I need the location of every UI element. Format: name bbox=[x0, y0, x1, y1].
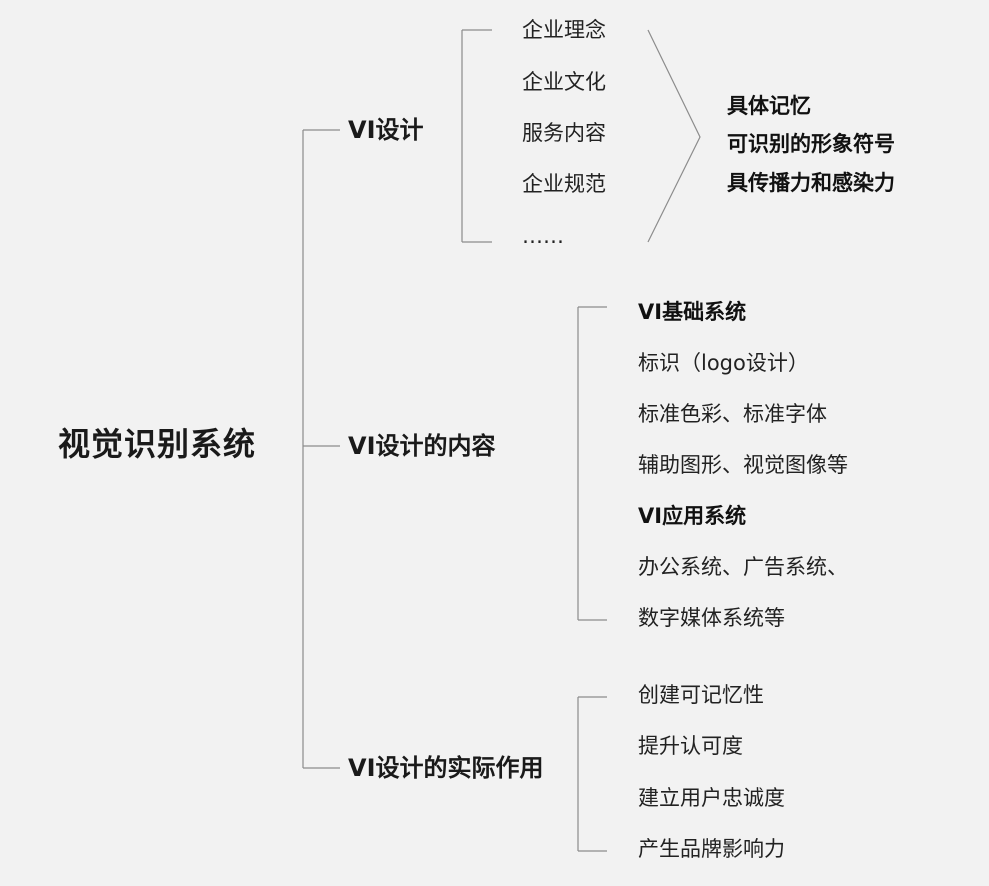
branch-2-item-heading: VI基础系统 bbox=[638, 300, 747, 324]
branch-3-item: 提升认可度 bbox=[638, 734, 743, 758]
branch-3-item: 建立用户忠诚度 bbox=[638, 786, 785, 810]
branch-2-item: 标识（logo设计） bbox=[638, 351, 809, 375]
branch-1-item: 企业规范 bbox=[522, 172, 606, 196]
branch-1-item: 企业理念 bbox=[522, 18, 606, 42]
branch-2-item: 办公系统、广告系统、 bbox=[638, 555, 848, 579]
branch-1-result: 具体记忆 bbox=[727, 94, 811, 118]
branch-3-label: VI设计的实际作用 bbox=[348, 754, 544, 782]
branch-1-result: 具传播力和感染力 bbox=[727, 171, 895, 195]
branch-3-item: 创建可记忆性 bbox=[638, 683, 764, 707]
branch-1-item: 服务内容 bbox=[522, 121, 606, 145]
branch-3-item: 产生品牌影响力 bbox=[638, 837, 785, 861]
branch-2-item-heading: VI应用系统 bbox=[638, 504, 747, 528]
branch-2-item: 辅助图形、视觉图像等 bbox=[638, 453, 848, 477]
branch-1-result: 可识别的形象符号 bbox=[727, 132, 895, 156]
result-chevron bbox=[647, 29, 701, 243]
branch-1-label: VI设计 bbox=[348, 116, 424, 144]
branch-2-item: 标准色彩、标准字体 bbox=[638, 402, 827, 426]
branch-2-label: VI设计的内容 bbox=[348, 432, 496, 460]
branch-1-item: …… bbox=[522, 224, 564, 248]
branch-1-item: 企业文化 bbox=[522, 70, 606, 94]
root-node: 视觉识别系统 bbox=[58, 425, 257, 463]
branch-2-item: 数字媒体系统等 bbox=[638, 606, 785, 630]
